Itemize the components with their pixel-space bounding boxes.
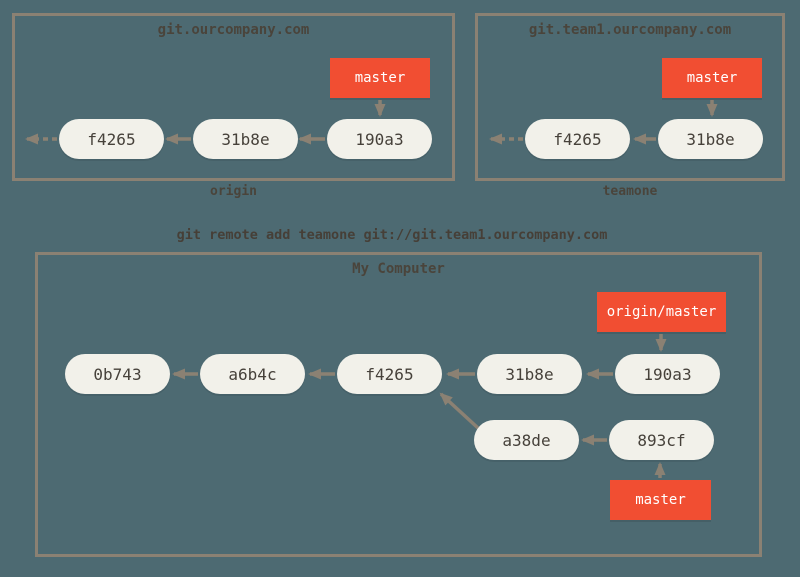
- remote-origin-label: origin: [210, 184, 257, 199]
- git-command-text: git remote add teamone git://git.team1.o…: [176, 227, 608, 243]
- remote-teamone-title: git.team1.ourcompany.com: [528, 22, 732, 38]
- origin-commit-190a3: 190a3: [327, 119, 432, 159]
- origin-commit-f4265: f4265: [59, 119, 164, 159]
- remote-teamone-box: git.team1.ourcompany.com: [475, 13, 785, 181]
- local-commit-f4265: f4265: [337, 354, 442, 394]
- local-commit-190a3: 190a3: [615, 354, 720, 394]
- local-computer-box: My Computer: [35, 252, 762, 557]
- teamone-master-branch-box: master: [662, 58, 762, 98]
- local-commit-31b8e: 31b8e: [477, 354, 582, 394]
- teamone-commit-31b8e: 31b8e: [658, 119, 763, 159]
- origin-master-branch-box: master: [330, 58, 430, 98]
- local-computer-title: My Computer: [352, 261, 445, 277]
- local-commit-0b743: 0b743: [65, 354, 170, 394]
- local-commit-893cf: 893cf: [609, 420, 714, 460]
- local-commit-a38de: a38de: [474, 420, 579, 460]
- remote-origin-box: git.ourcompany.com: [12, 13, 455, 181]
- local-commit-a6b4c: a6b4c: [200, 354, 305, 394]
- arrow-local-a38de-to-f4265: [439, 392, 480, 430]
- teamone-commit-f4265: f4265: [525, 119, 630, 159]
- origin-commit-31b8e: 31b8e: [193, 119, 298, 159]
- origin-master-ref-box: origin/master: [597, 292, 726, 332]
- remote-teamone-label: teamone: [602, 184, 658, 199]
- local-master-branch-box: master: [610, 480, 711, 520]
- remote-origin-title: git.ourcompany.com: [157, 22, 310, 38]
